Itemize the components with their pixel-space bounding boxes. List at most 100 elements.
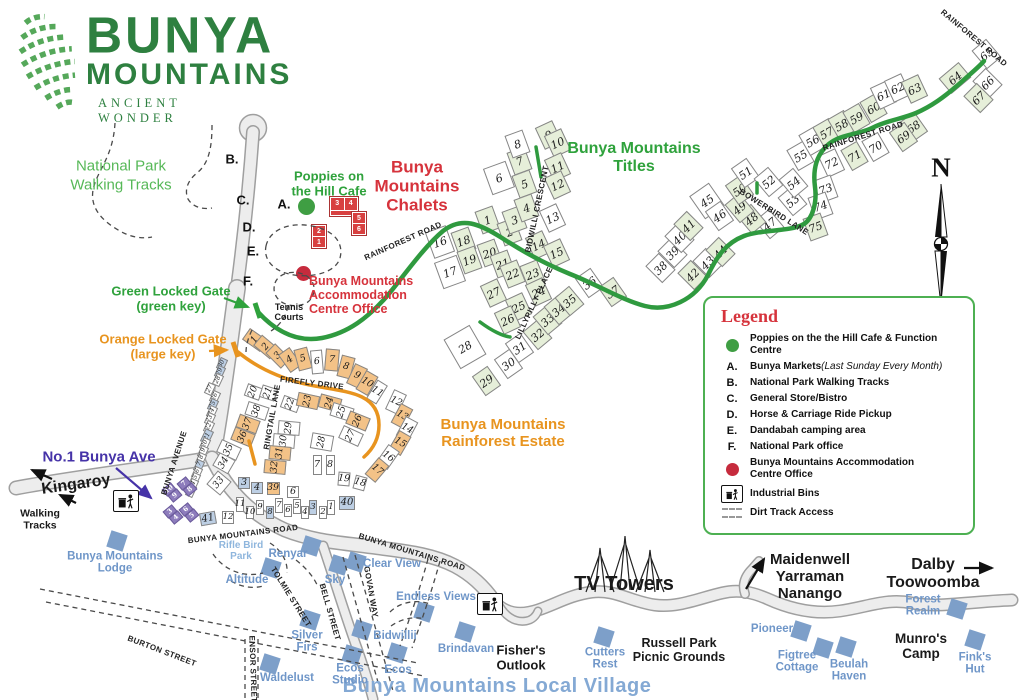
road-letter-d: D. <box>242 219 256 235</box>
walking-tracks-label: Walking Tracks <box>20 507 60 531</box>
village-label-forest-realm: Forest Realm <box>905 593 941 618</box>
poppies-cafe-dot <box>298 198 315 215</box>
village-row-lot-4: 4 <box>251 482 263 494</box>
rainforest-estate-lot-23: 23 <box>295 391 321 411</box>
village-row-lot-40: 40 <box>339 496 355 510</box>
titles-lot-63: 63 <box>900 74 928 104</box>
legend-panel: Legend Poppies on the the Hill Cafe & Fu… <box>703 296 975 535</box>
titles-lot-1: 1 <box>473 205 501 235</box>
rainforest-estate-label: Bunya Mountains Rainforest Estate <box>440 416 566 450</box>
titles-lot-52: 52 <box>753 166 783 198</box>
legend-title: Legend <box>721 306 779 326</box>
legend-item-bunya-markets: A. Bunya Markets(Last Sunday Every Month) <box>721 361 961 373</box>
titles-label: Bunya Mountains Titles <box>567 140 701 175</box>
chalet-lot-cell: 1 <box>313 237 325 247</box>
village-marker-bunya-mountains-lodge <box>106 530 128 552</box>
orange-gate-label: Orange Locked Gate (large key) <box>99 331 227 361</box>
village-row-lot-8: 8 <box>325 455 335 475</box>
maidenwell-label: Maidenwell Yarraman Nanango <box>769 550 851 602</box>
village-row-lot-11: 11 <box>235 496 245 512</box>
street-label-ensor-street: ENSOR STREET <box>247 635 259 700</box>
tv-towers-label: TV Towers <box>574 572 674 595</box>
village-label-clear-view: Clear View <box>363 557 421 570</box>
chalet-lot-cell: 3 <box>331 198 344 210</box>
no1-bunya-ave-label: No.1 Bunya Ave <box>42 448 156 466</box>
village-marker-forest-realm <box>946 598 968 620</box>
legend-letter: E. <box>726 425 738 437</box>
village-label-ecos-studio: Ecos Studio <box>332 662 368 687</box>
kingaroy-label: Kingaroy <box>40 471 112 498</box>
legend-item-bunya-mountains-accommodation: Bunya Mountains Accommodation Centre Off… <box>721 457 961 481</box>
green-locked-gate <box>252 302 263 319</box>
titles-lot-36: 36 <box>574 267 604 299</box>
legend-items: Poppies on the the Hill Cafe & Function … <box>721 333 961 519</box>
rainforest-estate-lot-6: 6 <box>309 349 325 375</box>
rainforest-estate-lot-32: 32 <box>263 459 287 475</box>
legend-item-national-park-walking-tracks: B.National Park Walking Tracks <box>721 377 961 389</box>
village-row-lot-9: 9 <box>256 499 264 515</box>
tennis-courts-label: Tennis Courts <box>274 301 304 322</box>
village-label-bunya-mountains-lodge: Bunya Mountains Lodge <box>67 550 163 575</box>
maidenwell-arrow <box>745 557 766 590</box>
legend-item-label: General Store/Bistro <box>750 393 848 404</box>
legend-item-label: Bunya Mountains Accommodation Centre Off… <box>750 457 915 480</box>
village-row-lot-7: 7 <box>312 455 322 475</box>
village-marker-fink-s-hut <box>964 629 986 651</box>
village-marker-pioneer <box>790 620 812 642</box>
chalet-lot-cell: 5 <box>353 213 365 223</box>
village-label-renyar: Renyar <box>268 547 308 560</box>
rainforest-estate-lot-28: 28 <box>309 432 335 452</box>
village-marker-brindavan <box>454 621 476 643</box>
dalby-toowoomba-label: Dalby Toowoomba <box>886 556 980 591</box>
pinecone-icon <box>18 13 76 110</box>
legend-letter: A. <box>726 361 738 373</box>
poppies-cafe-label: Poppies on the Hill Cafe <box>291 168 367 198</box>
legend-item-label: Industrial Bins <box>750 488 820 499</box>
street-label-govan-way: GOVAN WAY <box>362 565 380 619</box>
legend-item-label: Bunya Markets(Last Sunday Every Month) <box>750 361 943 372</box>
logo-tagline: ANCIENT WONDER <box>98 96 181 125</box>
legend-item-label: National Park office <box>750 441 844 452</box>
street-label-rainforest-road: RAINFOREST ROAD <box>939 7 1009 69</box>
titles-lot-13: 13 <box>538 203 566 233</box>
street-label-firefly-drive: FIREFLY DRIVE <box>279 374 345 392</box>
green-gate-label: Green Locked Gate (green key) <box>111 283 231 313</box>
street-label-burton-street: BURTON STREET <box>126 633 198 669</box>
village-label-brindavan: Brindavan <box>437 642 495 655</box>
legend-item-dandabah-camping-area: E.Dandabah camping area <box>721 425 961 437</box>
village-marker-ecos <box>386 642 408 664</box>
legend-item-industrial-bins: Industrial Bins <box>721 485 961 503</box>
village-row-lot-6: 6 <box>287 486 299 498</box>
legend-letter: C. <box>726 393 738 405</box>
rainforest-estate-lot-31: 31 <box>268 445 292 461</box>
legend-letter: D. <box>726 409 738 421</box>
legend-letter: F. <box>727 441 737 453</box>
street-label-tolmie-street: TOLMIE STREET <box>268 565 314 629</box>
village-label-sky: Sky <box>324 573 346 586</box>
munros-camp-label: Munro's Camp <box>895 630 947 661</box>
village-row-lot-4: 4 <box>301 505 309 519</box>
village-row-lot-2: 2 <box>319 505 327 519</box>
village-row-lot-3: 3 <box>238 477 250 489</box>
road-letter-c: C. <box>236 192 250 208</box>
village-label-altitude: Altitude <box>225 573 269 586</box>
russell-park-label: Russell Park Picnic Grounds <box>632 636 726 664</box>
village-label-fink-s-hut: Fink's Hut <box>958 651 992 676</box>
orange-locked-gate <box>230 341 241 358</box>
rainforest-estate-lot-19: 19 <box>337 471 351 487</box>
village-marker-endless-views <box>413 601 435 623</box>
titles-lot-29: 29 <box>471 365 501 397</box>
village-row-lot-7: 7 <box>275 497 283 513</box>
poppies-dot-icon <box>721 338 743 352</box>
industrial-bins-icon <box>721 485 743 503</box>
village-label-endless-views: Endless Views <box>396 590 476 603</box>
legend-item-label: Poppies on the the Hill Cafe & Function … <box>750 333 938 356</box>
village-label-waldelust: Waldelust <box>260 671 314 684</box>
compass-north-label: N <box>931 152 951 183</box>
rainforest-estate-lot-18: 18 <box>352 474 368 492</box>
road-letter-f: F. <box>242 273 254 289</box>
legend-item-dirt-track-access: Dirt Track Access <box>721 507 961 519</box>
legend-item-horse-carriage-ride-pickup: D.Horse & Carriage Ride Pickup <box>721 409 961 421</box>
